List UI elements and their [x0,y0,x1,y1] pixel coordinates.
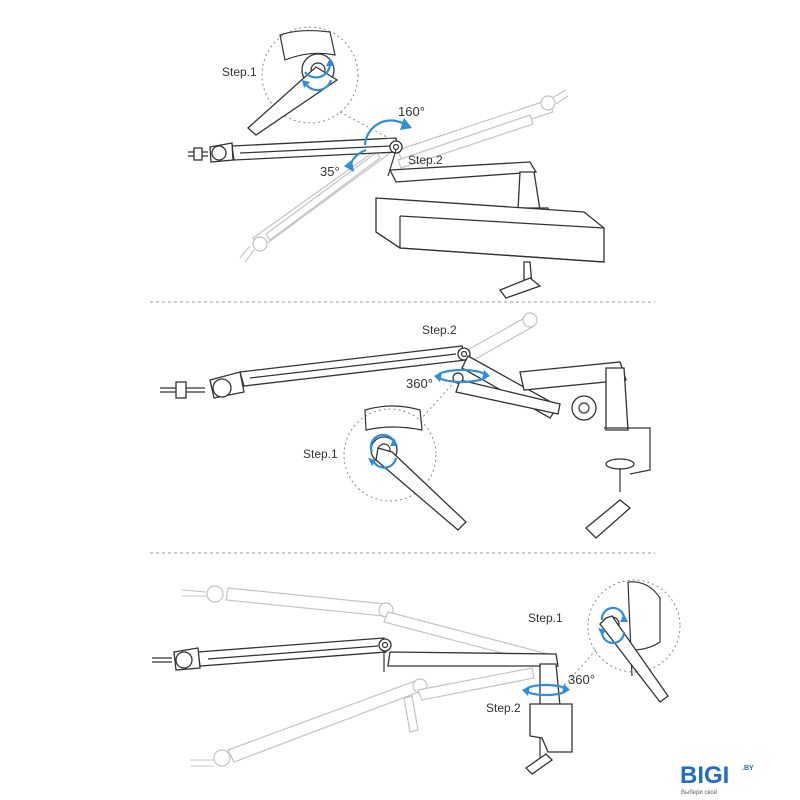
watermark-suffix: .BY [742,765,754,772]
boom-arm-main [188,137,551,217]
rotation-arrows-panel-2 [434,368,490,384]
zoom-detail-step1-panel-3 [559,579,681,703]
ghost-arm-upper-panel-2 [463,312,538,363]
ghost-arm-upper-panel-3 [181,585,549,665]
step2-label-panel-1: Step.2 [408,153,443,167]
step2-label-panel-3: Step.2 [486,701,521,715]
angle-35-label: 35° [320,164,340,179]
zoom-detail-step1-panel-1 [247,26,397,143]
angle-360-label-panel-2: 360° [406,376,433,391]
ghost-arm-lower-panel-3 [190,667,535,767]
watermark-tagline: Выбери свой [681,789,717,796]
desk-panel-1 [375,197,605,299]
bigi-watermark-logo: BIGI .BY Выбери свой [680,762,754,796]
zoom-detail-step1-panel-2 [343,379,467,531]
tilt-rotation-arrows-panel-1 [344,118,412,172]
step2-label-panel-2: Step.2 [422,323,457,337]
step1-label-panel-1: Step.1 [222,65,257,79]
step1-label-panel-3: Step.1 [528,611,563,625]
ghost-arm-raised [397,89,569,169]
rotation-arrows-panel-3 [522,683,570,697]
boom-arm-main-panel-3 [152,637,573,775]
ghost-arm-lowered [239,145,391,263]
panel-3-rotate-clamp: Step.1 Step.2 360° [152,579,681,775]
angle-360-label-panel-3: 360° [568,672,595,687]
boom-arm-main-panel-2 [160,345,651,539]
step1-label-panel-2: Step.1 [303,447,338,461]
watermark-brand: BIGI [680,762,729,789]
angle-160-label: 160° [398,104,425,119]
panel-2-rotate-base: Step.2 Step.1 360° [160,312,651,539]
panel-1-adjust-tilt: Step.1 Step.2 160° 35° [188,26,605,299]
